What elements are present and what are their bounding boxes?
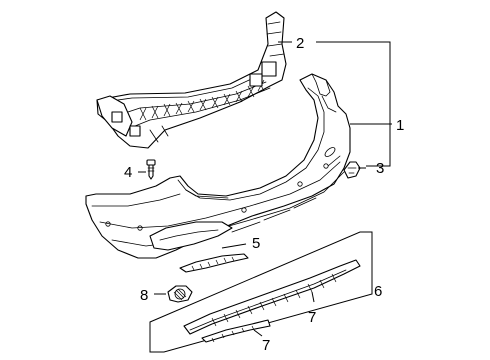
callout-7-lower: 7 bbox=[262, 337, 270, 354]
mounting-clip bbox=[343, 161, 361, 179]
bumper-cover bbox=[85, 73, 351, 259]
sensor-bezel bbox=[167, 285, 193, 303]
callout-4: 4 bbox=[124, 164, 132, 181]
leader-lines bbox=[138, 41, 392, 337]
molding-strip-upper bbox=[183, 259, 361, 335]
callout-2: 2 bbox=[296, 35, 304, 52]
callout-7-upper: 7 bbox=[308, 309, 316, 326]
molding-assembly-frame bbox=[149, 231, 373, 353]
molding-strip-lower bbox=[201, 319, 271, 343]
bumper-reinforcement-beam bbox=[96, 11, 287, 149]
reflector-strip bbox=[179, 253, 249, 273]
callout-labels: 1 2 3 4 5 6 7 7 8 bbox=[124, 35, 404, 354]
push-pin-fastener bbox=[146, 159, 156, 180]
callout-5: 5 bbox=[252, 235, 260, 252]
callout-3: 3 bbox=[376, 160, 384, 177]
callout-1: 1 bbox=[396, 117, 404, 134]
callout-8: 8 bbox=[140, 287, 148, 304]
callout-6: 6 bbox=[374, 283, 382, 300]
